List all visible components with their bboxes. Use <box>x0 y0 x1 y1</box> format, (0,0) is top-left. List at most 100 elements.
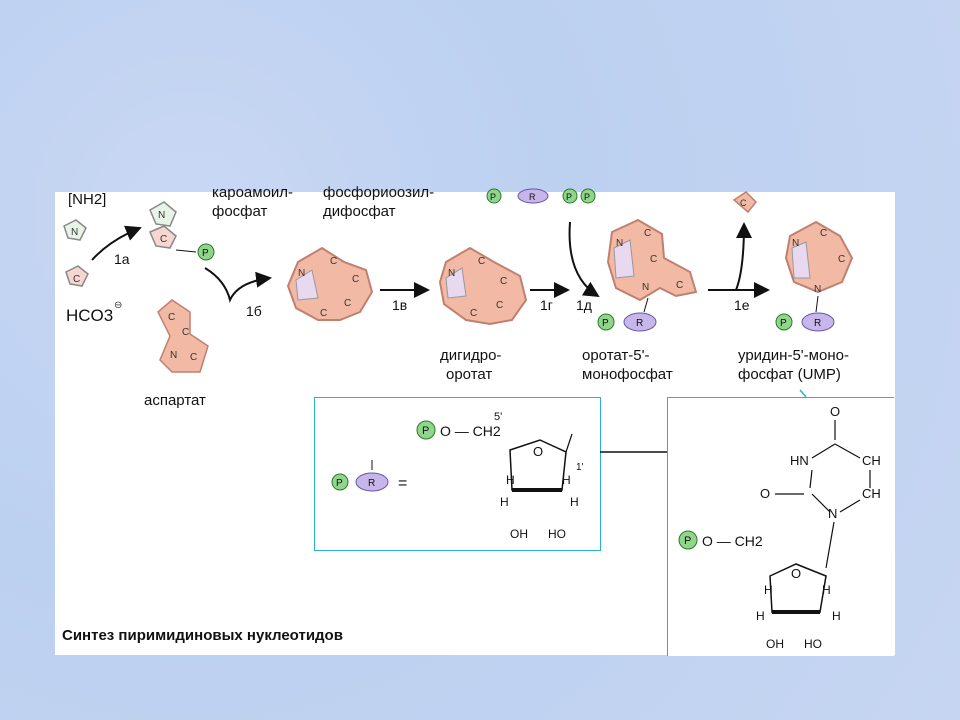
svg-text:R: R <box>529 192 536 202</box>
svg-text:OH: OH <box>766 637 784 651</box>
svg-text:C: C <box>344 298 351 309</box>
carbamoyl-label-1: кароамоил- <box>212 184 294 201</box>
svg-text:H: H <box>562 473 571 487</box>
svg-text:OH: OH <box>510 527 528 541</box>
step-1a-arrow <box>91 225 142 261</box>
svg-text:H: H <box>822 583 831 597</box>
svg-text:5': 5' <box>494 411 502 423</box>
prpp-label-1: фосфориоозил- <box>323 184 435 201</box>
carbamoyl-label-2: фосфат <box>212 203 268 220</box>
svg-text:P: P <box>566 192 572 202</box>
ribose-phosphate-box <box>314 397 601 551</box>
omp-label-2: монофосфат <box>582 366 673 383</box>
dihydroorotate: N C C C C <box>438 246 528 326</box>
svg-text:N: N <box>814 284 821 295</box>
nh2-pentagon: N <box>63 219 87 241</box>
svg-text:C: C <box>478 256 485 267</box>
svg-text:N: N <box>642 282 649 293</box>
svg-text:C: C <box>496 300 503 311</box>
prpp-chain: P R P P <box>486 188 596 204</box>
svg-text:N: N <box>616 238 623 249</box>
hco3-pentagon: C <box>65 265 89 287</box>
svg-text:N: N <box>828 506 837 521</box>
svg-text:C: C <box>470 308 477 319</box>
prpp-label-2: дифосфат <box>323 203 396 220</box>
svg-text:P: P <box>584 192 590 202</box>
svg-text:O: O <box>830 404 840 419</box>
svg-text:H: H <box>832 609 841 623</box>
svg-text:HN: HN <box>790 453 809 468</box>
svg-text:CH: CH <box>862 453 881 468</box>
svg-text:C: C <box>676 280 683 291</box>
dihydroorotate-label-2: оротат <box>446 366 493 383</box>
svg-text:R: R <box>636 318 643 329</box>
decarboxylation-arrow <box>735 222 752 291</box>
step-1d-label: 1д <box>576 297 592 313</box>
svg-text:P: P <box>684 535 691 547</box>
carbamoyl-phosphate: N C P <box>149 201 215 261</box>
svg-text:H: H <box>570 495 579 509</box>
step-1g-label: 1г <box>540 297 553 313</box>
svg-text:O — CH2: O — CH2 <box>702 533 763 549</box>
svg-text:N: N <box>792 238 799 249</box>
ump-inset: O HN CH CH N O P O — CH2 O H H H H OH HO <box>678 404 881 651</box>
hco3-charge: ⊖ <box>114 300 122 311</box>
svg-text:O — CH2: O — CH2 <box>440 423 501 439</box>
aspartate-label: аспартат <box>144 392 206 409</box>
svg-text:C: C <box>73 274 80 285</box>
svg-text:C: C <box>352 274 359 285</box>
svg-text:P: P <box>490 192 496 202</box>
diagram-caption: Синтез пиримидиновых нуклеотидов <box>62 627 343 644</box>
svg-text:P: P <box>422 425 429 437</box>
svg-text:HO: HO <box>548 527 566 541</box>
svg-text:P: P <box>202 248 209 259</box>
nh2-label: [NH2] <box>68 191 107 208</box>
svg-text:HO: HO <box>804 637 822 651</box>
step-1v-label: 1в <box>392 297 407 313</box>
svg-text:N: N <box>448 268 455 279</box>
svg-text:P: P <box>602 318 609 329</box>
svg-text:N: N <box>298 268 305 279</box>
svg-text:O: O <box>533 444 543 459</box>
svg-text:R: R <box>368 478 375 489</box>
svg-text:C: C <box>330 256 337 267</box>
svg-text:C: C <box>500 276 507 287</box>
svg-text:1': 1' <box>576 462 584 473</box>
svg-text:C: C <box>320 308 327 319</box>
step-1e-label: 1е <box>734 297 750 313</box>
svg-text:P: P <box>336 478 343 489</box>
svg-text:H: H <box>756 609 765 623</box>
svg-text:H: H <box>500 495 509 509</box>
svg-text:N: N <box>158 210 165 221</box>
step-1a-label: 1а <box>114 251 130 267</box>
step-1b-label: 1б <box>246 303 262 319</box>
svg-text:P: P <box>780 318 787 329</box>
hco3-label: HCO3 <box>66 306 114 325</box>
step-1d-arrow <box>568 221 600 298</box>
svg-text:O: O <box>791 566 801 581</box>
svg-text:C: C <box>650 254 657 265</box>
svg-text:C: C <box>168 312 175 323</box>
dihydroorotate-label-1: дигидро- <box>440 347 502 364</box>
svg-text:C: C <box>740 198 747 208</box>
ump-callout <box>799 389 807 398</box>
carbamoyl-aspartate: N C C C C <box>286 246 374 321</box>
svg-text:H: H <box>764 583 773 597</box>
ump-label-2: фосфат (UMP) <box>738 366 841 383</box>
omp-label-1: оротат-5'- <box>582 347 650 364</box>
aspartate-structure: C C N C <box>157 299 209 373</box>
ump-label-1: уридин-5'-моно- <box>738 347 849 364</box>
ribose-phosphate-inset: P O — CH2 5' O 1' H H H H OH HO P R = <box>331 411 584 541</box>
svg-text:C: C <box>838 254 845 265</box>
svg-text:O: O <box>760 486 770 501</box>
svg-text:C: C <box>190 352 197 363</box>
svg-text:H: H <box>506 473 515 487</box>
step-1b-arrow <box>204 267 272 304</box>
svg-text:R: R <box>814 318 821 329</box>
svg-text:=: = <box>398 475 407 492</box>
svg-text:N: N <box>170 350 177 361</box>
svg-text:CH: CH <box>862 486 881 501</box>
svg-text:C: C <box>644 228 651 239</box>
co2-released: C <box>732 191 758 214</box>
